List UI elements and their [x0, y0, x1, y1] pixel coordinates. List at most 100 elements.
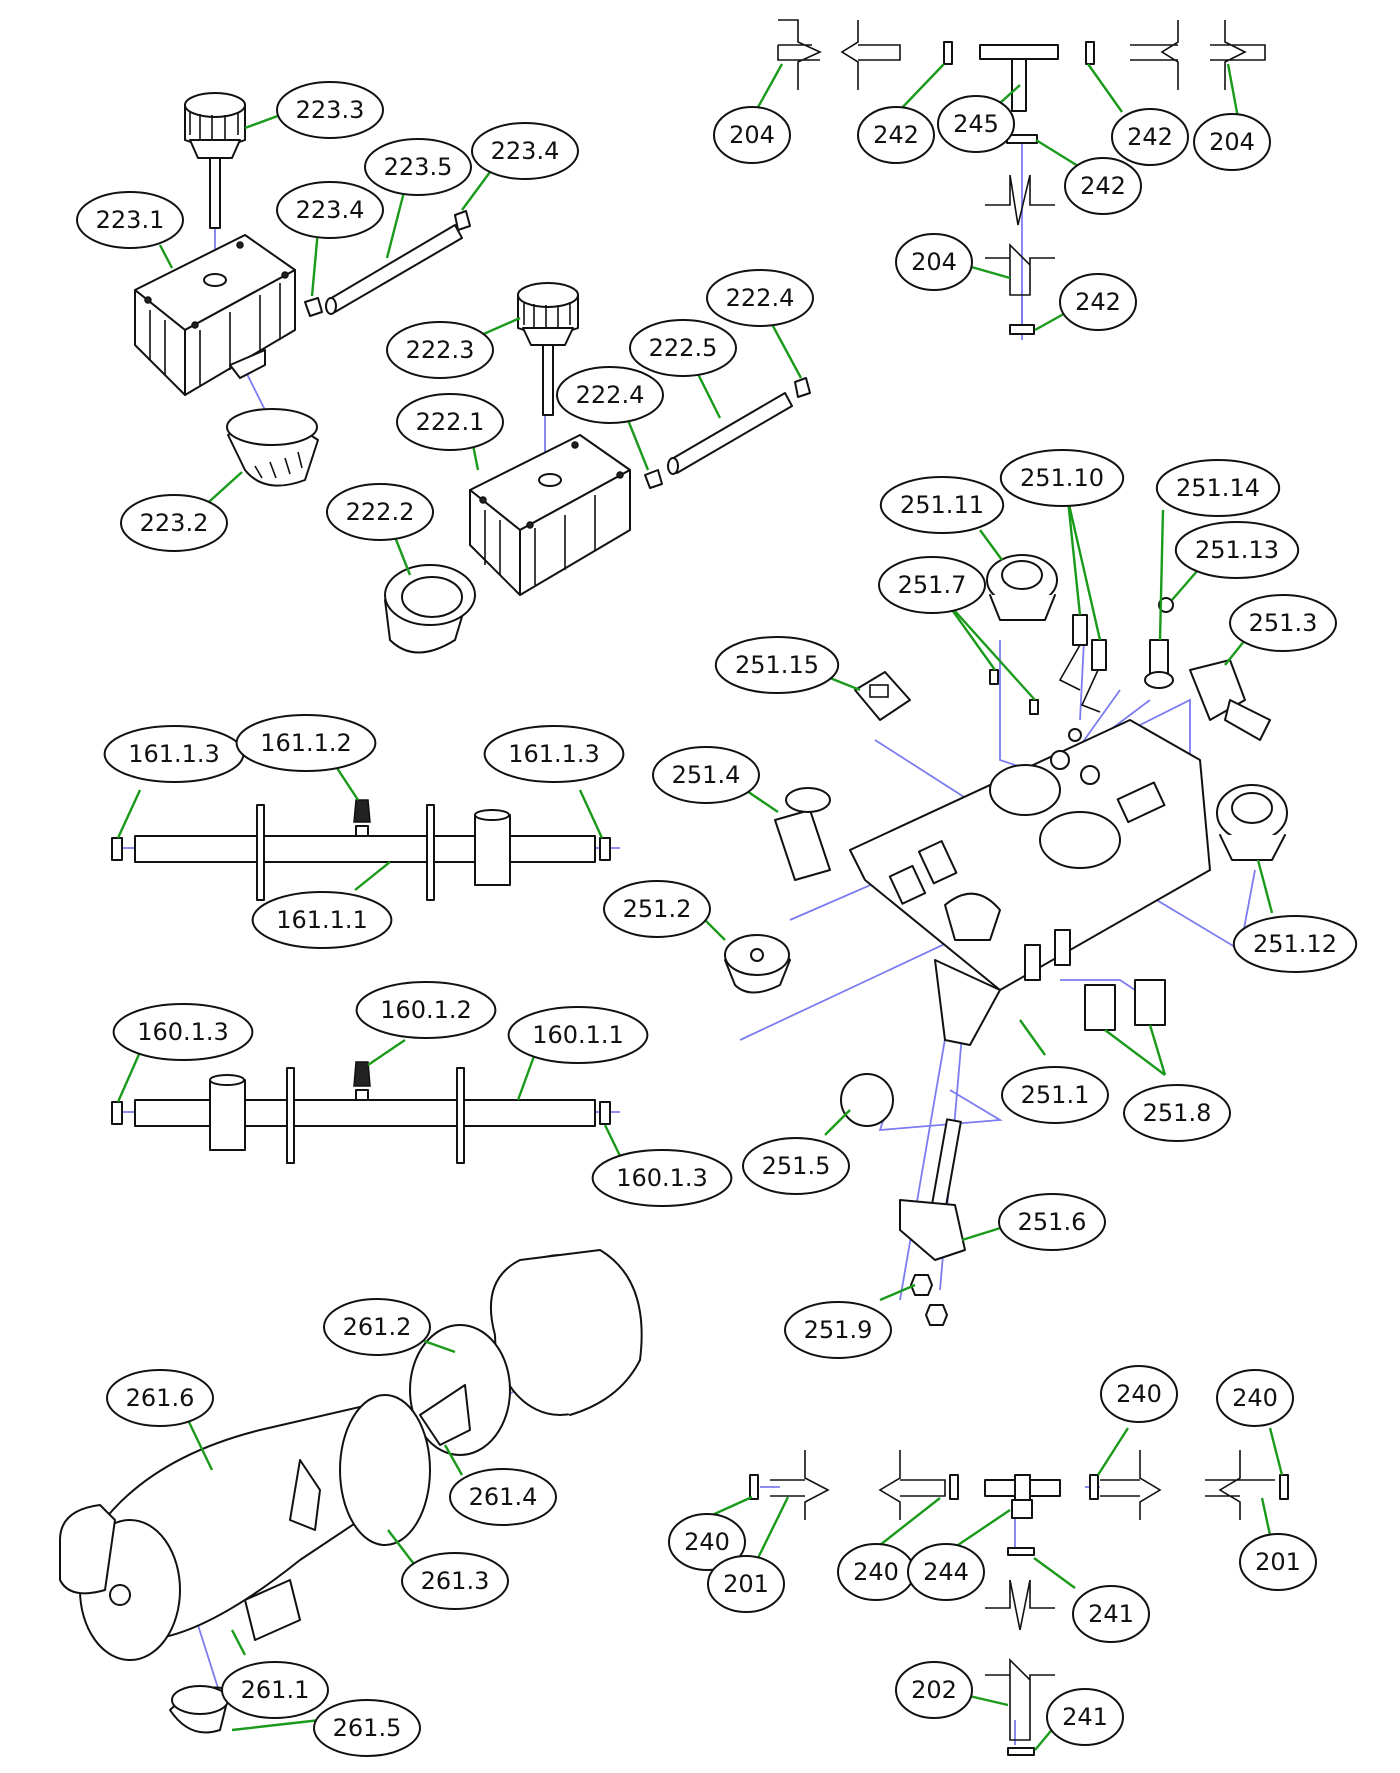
callout-241: 241 — [1072, 1585, 1150, 1643]
callout-label: 251.9 — [804, 1316, 873, 1344]
callout-bubble — [556, 366, 664, 424]
callout-242: 242 — [857, 106, 935, 164]
callout-bubble — [1193, 113, 1271, 171]
callout-label: 240 — [853, 1558, 899, 1586]
callout-label: 161.1.3 — [508, 740, 600, 768]
callout-161-1-3: 161.1.3 — [103, 725, 245, 783]
callout-bubble — [483, 725, 625, 783]
callout-bubble — [1229, 594, 1337, 652]
callout-242: 242 — [1111, 108, 1189, 166]
callout-bubble — [895, 1661, 973, 1719]
callout-251-1: 251.1 — [1001, 1066, 1109, 1124]
callout-251-9: 251.9 — [784, 1301, 892, 1359]
callout-240: 240 — [668, 1513, 746, 1571]
callout-bubble — [668, 1513, 746, 1571]
callout-bubble — [396, 393, 504, 451]
callout-label: 251.5 — [762, 1152, 831, 1180]
callout-label: 240 — [684, 1528, 730, 1556]
callout-bubble — [713, 106, 791, 164]
callout-223-2: 223.2 — [120, 494, 228, 552]
callout-bubble — [449, 1468, 557, 1526]
callout-label: 204 — [911, 248, 957, 276]
callout-251-13: 251.13 — [1174, 521, 1300, 579]
callout-bubble — [879, 476, 1005, 534]
callout-label: 251.15 — [735, 651, 819, 679]
callout-label: 201 — [723, 1570, 769, 1598]
callout-label: 241 — [1062, 1703, 1108, 1731]
callout-label: 261.1 — [241, 1676, 310, 1704]
callout-160-1-3: 160.1.3 — [591, 1149, 733, 1207]
callout-bubble — [603, 880, 711, 938]
callout-label: 241 — [1088, 1600, 1134, 1628]
callout-label: 160.1.3 — [616, 1164, 708, 1192]
callout-223-4: 223.4 — [276, 181, 384, 239]
callout-label: 223.4 — [491, 137, 560, 165]
callout-222-1: 222.1 — [396, 393, 504, 451]
callout-241: 241 — [1046, 1688, 1124, 1746]
callout-label: 223.4 — [296, 196, 365, 224]
callout-251-12: 251.12 — [1232, 915, 1358, 973]
callout-label: 161.1.3 — [128, 740, 220, 768]
callout-bubble — [1064, 157, 1142, 215]
callout-bubble — [895, 233, 973, 291]
callout-261-2: 261.2 — [323, 1298, 431, 1356]
callout-label: 251.4 — [672, 761, 741, 789]
pipe-161 — [111, 799, 611, 901]
callout-222-2: 222.2 — [326, 483, 434, 541]
callout-bubble — [998, 1193, 1106, 1251]
callout-bubble — [1239, 1533, 1317, 1591]
callout-label: 223.2 — [140, 509, 209, 537]
callout-bubble — [937, 95, 1015, 153]
callout-label: 251.11 — [900, 491, 984, 519]
callout-245: 245 — [937, 95, 1015, 153]
callout-label: 251.13 — [1195, 536, 1279, 564]
callout-bubble — [120, 494, 228, 552]
callout-222-4: 222.4 — [706, 269, 814, 327]
callout-204: 204 — [713, 106, 791, 164]
callout-label: 251.12 — [1253, 930, 1337, 958]
callout-261-5: 261.5 — [313, 1699, 421, 1757]
callout-251-6: 251.6 — [998, 1193, 1106, 1251]
callout-label: 160.1.2 — [380, 996, 472, 1024]
callout-label: 223.3 — [296, 96, 365, 124]
callout-242: 242 — [1059, 273, 1137, 331]
callout-label: 245 — [953, 110, 999, 138]
callout-bubble — [629, 319, 737, 377]
callout-bubble — [1100, 1365, 1178, 1423]
callout-label: 251.3 — [1249, 609, 1318, 637]
callout-label: 244 — [923, 1558, 969, 1586]
callout-label: 222.5 — [649, 334, 718, 362]
callout-bubble — [355, 981, 497, 1039]
callout-204: 204 — [1193, 113, 1271, 171]
callout-261-3: 261.3 — [401, 1552, 509, 1610]
callout-bubble — [323, 1298, 431, 1356]
callout-bubble — [907, 1543, 985, 1601]
callout-label: 261.6 — [126, 1384, 195, 1412]
callout-label: 242 — [873, 121, 919, 149]
callout-bubble — [112, 1003, 254, 1061]
callout-222-3: 222.3 — [386, 321, 494, 379]
callout-label: 251.7 — [898, 571, 967, 599]
callout-223-5: 223.5 — [364, 138, 472, 196]
callout-bubble — [878, 556, 986, 614]
callout-161-1-3: 161.1.3 — [483, 725, 625, 783]
callout-160-1-2: 160.1.2 — [355, 981, 497, 1039]
callout-222-4: 222.4 — [556, 366, 664, 424]
callout-251-14: 251.14 — [1155, 459, 1281, 517]
callout-240: 240 — [837, 1543, 915, 1601]
callout-label: 222.1 — [416, 408, 485, 436]
callout-label: 223.5 — [384, 153, 453, 181]
callout-bubble — [1072, 1585, 1150, 1643]
callout-bubble — [386, 321, 494, 379]
callout-242: 242 — [1064, 157, 1142, 215]
callout-label: 242 — [1080, 172, 1126, 200]
reservoir-223 — [134, 92, 471, 487]
callout-161-1-2: 161.1.2 — [235, 714, 377, 772]
callout-label: 261.2 — [343, 1313, 412, 1341]
control-panel-251 — [724, 554, 1288, 1326]
callout-251-5: 251.5 — [742, 1137, 850, 1195]
callout-label: 204 — [729, 121, 775, 149]
callout-bubble — [999, 449, 1125, 507]
callout-160-1-3: 160.1.3 — [112, 1003, 254, 1061]
